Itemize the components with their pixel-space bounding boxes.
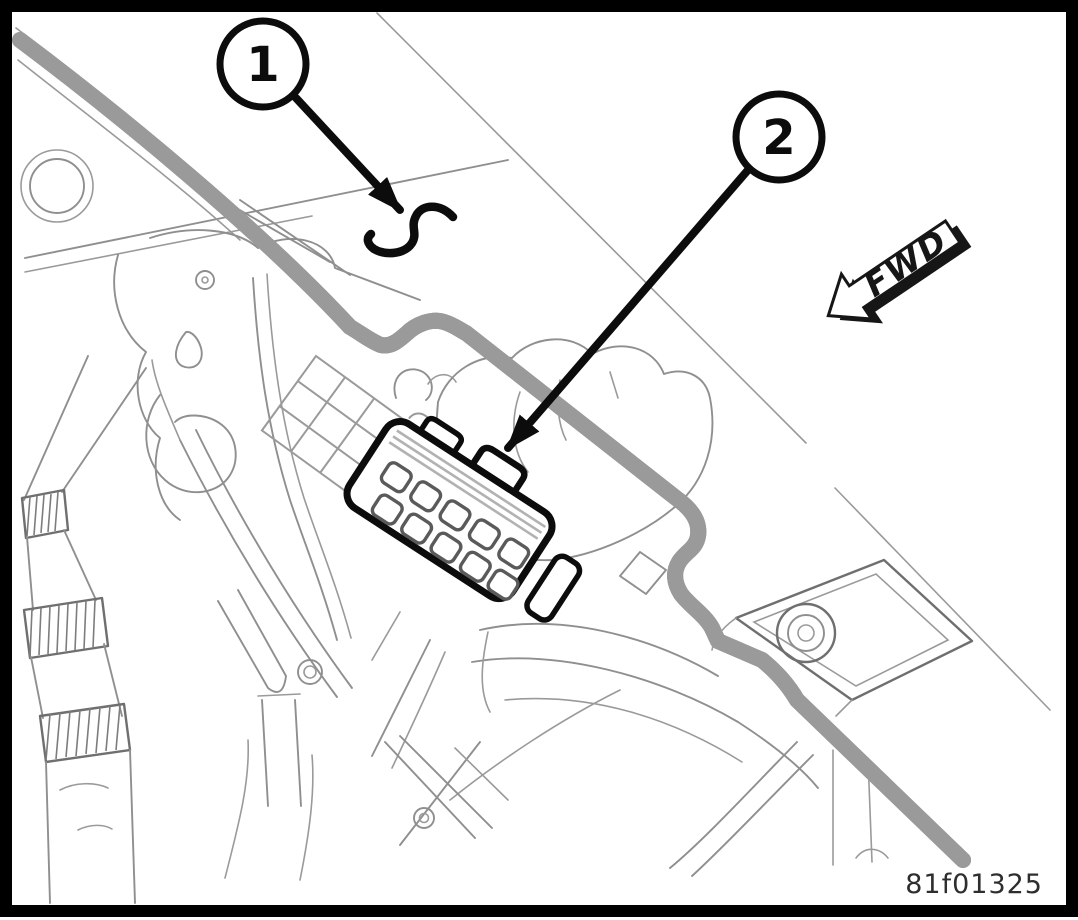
callout-2: 2	[504, 90, 826, 452]
callout-1: 1	[216, 17, 404, 214]
fwd-arrow: FWD	[826, 218, 972, 324]
figure-number: 81f01325	[905, 869, 1043, 900]
callout-2-leader	[504, 166, 752, 452]
connector-latch	[468, 444, 528, 496]
callout-1-number: 1	[246, 37, 279, 93]
callout-1-circle	[216, 17, 310, 111]
callout-1-leader	[292, 94, 404, 214]
connector-pins	[370, 461, 531, 601]
glass-edge-lines	[376, 12, 1051, 711]
pillar-bracket	[669, 558, 974, 877]
wire-connector	[343, 415, 583, 623]
fwd-arrow-body	[826, 218, 963, 321]
connector-tab	[416, 415, 465, 457]
wire-harness	[12, 32, 971, 868]
fwd-label: FWD	[857, 221, 955, 305]
callout-2-circle	[732, 90, 826, 184]
grommet-rings	[29, 158, 85, 214]
corrugated-conduit	[20, 355, 147, 904]
harness-retainer-clip	[363, 202, 458, 258]
callout-2-number: 2	[762, 110, 795, 166]
grommet-hole	[775, 602, 837, 664]
